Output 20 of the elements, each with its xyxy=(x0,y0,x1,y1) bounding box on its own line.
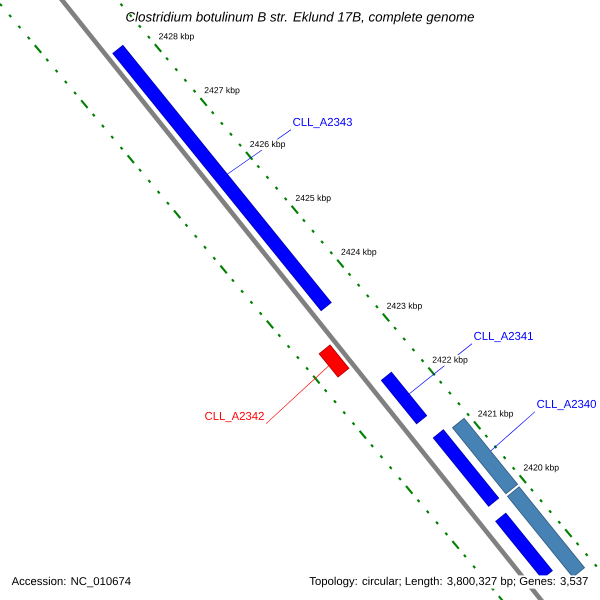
tick-label: 2426 kbp xyxy=(248,139,287,150)
gene-label: CLL_A2343 xyxy=(293,118,352,128)
gene-label: CLL_A2341 xyxy=(474,332,533,342)
tick-label: 2424 kbp xyxy=(340,247,378,258)
gene-bar xyxy=(432,429,500,507)
gene-label: CLL_A2340 xyxy=(537,400,596,410)
tick-label: 2423 kbp xyxy=(385,301,424,312)
tick-label: 2427 kbp xyxy=(202,86,242,96)
tick-label: 2421 kbp xyxy=(476,408,515,420)
leader-line xyxy=(266,366,329,424)
tick-label: 2425 kbp xyxy=(294,193,332,204)
accession-text: Accession: NC_010674 xyxy=(10,575,132,589)
gene-bar xyxy=(380,372,428,424)
tick-label: 2420 kbp xyxy=(522,462,560,474)
title: Clostridium botulinum B str. Eklund 17B, complete genome xyxy=(126,12,474,24)
gene-label: CLL_A2342 xyxy=(205,412,264,422)
tick-label: 2428 kbp xyxy=(157,32,196,42)
leader-line xyxy=(490,411,536,452)
genome-info-text: Topology: circular; Length: 3,800,327 bp; Genes: 3,537 xyxy=(308,575,590,589)
tick-label: 2422 kbp xyxy=(430,355,470,366)
